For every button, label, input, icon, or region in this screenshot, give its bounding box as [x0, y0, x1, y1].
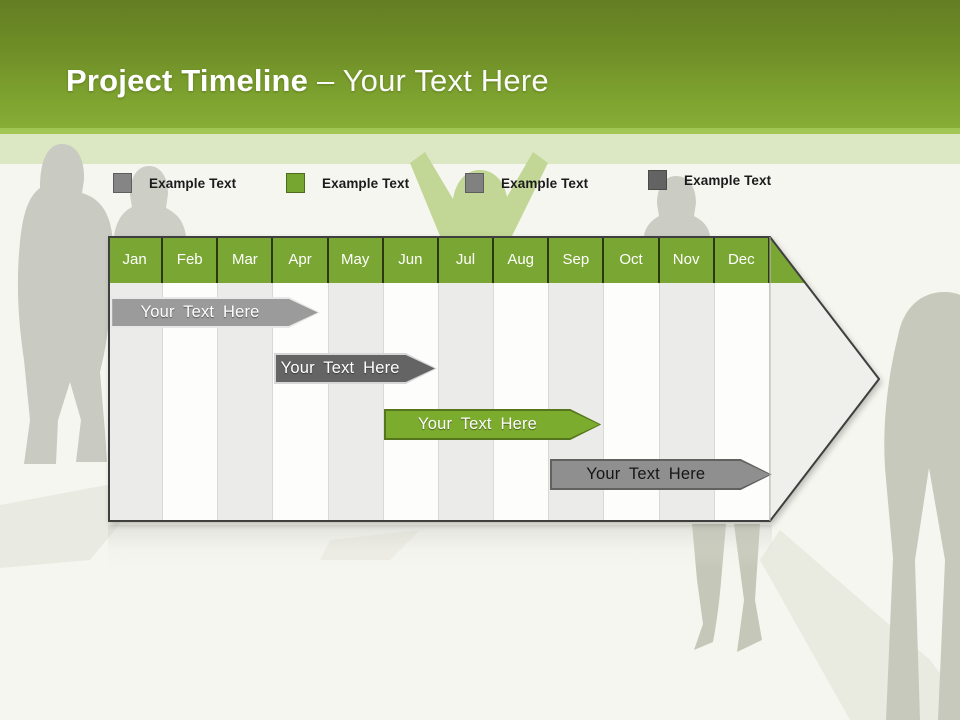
column-stripe [438, 283, 495, 522]
timeline-bar-4[interactable]: Your Text Here [550, 459, 772, 490]
legend-swatch-icon [648, 170, 667, 190]
month-header-jun: Jun [384, 236, 439, 283]
month-header-jul: Jul [439, 236, 495, 283]
legend-swatch-icon [286, 173, 305, 193]
month-header-sep: Sep [549, 236, 605, 283]
legend-swatch-icon [465, 173, 484, 193]
timeline-bar-label: Your Text Here [280, 359, 400, 377]
month-header-mar: Mar [218, 236, 274, 283]
slide-title[interactable]: Project Timeline – Your Text Here [66, 63, 549, 99]
timeline-bar-label: Your Text Here [418, 415, 538, 433]
timeline-bar-3[interactable]: Your Text Here [384, 409, 601, 440]
legend-label: Example Text [149, 175, 237, 191]
table-reflection [108, 525, 772, 571]
legend-label: Example Text [684, 172, 772, 188]
month-header-oct: Oct [604, 236, 660, 283]
pale-green-band [0, 134, 960, 164]
legend: Example Text Example Text Example Text Exam… [0, 168, 960, 194]
month-header-apr: Apr [273, 236, 329, 283]
month-header-may: May [329, 236, 384, 283]
timeline-bar-label: Your Text Here [586, 465, 706, 483]
column-stripe [383, 283, 439, 522]
timeline-bar-1[interactable]: Your Text Here [110, 297, 320, 328]
timeline-bar-label: Your Text Here [140, 303, 260, 321]
month-header-aug: Aug [494, 236, 550, 283]
title-band-highlight [0, 128, 960, 134]
legend-label: Example Text [501, 175, 589, 191]
legend-item-2[interactable]: Example Text [286, 173, 409, 193]
title-band [0, 0, 960, 128]
month-header-jan: Jan [108, 236, 164, 283]
legend-label: Example Text [322, 175, 410, 191]
column-stripe [494, 283, 550, 522]
legend-item-1[interactable]: Example Text [113, 173, 236, 193]
legend-item-3[interactable]: Example Text [465, 173, 588, 193]
legend-item-4[interactable]: Example Text [648, 170, 771, 190]
timeline-bar-2[interactable]: Your Text Here [274, 353, 437, 384]
month-header-nov: Nov [660, 236, 715, 283]
month-header-feb: Feb [163, 236, 219, 283]
slide-title-rest: – Your Text Here [316, 63, 549, 98]
slide-title-bold: Project Timeline [66, 63, 309, 98]
month-header-dec: Dec [715, 236, 770, 283]
column-stripe [328, 283, 384, 522]
legend-swatch-icon [113, 173, 132, 193]
